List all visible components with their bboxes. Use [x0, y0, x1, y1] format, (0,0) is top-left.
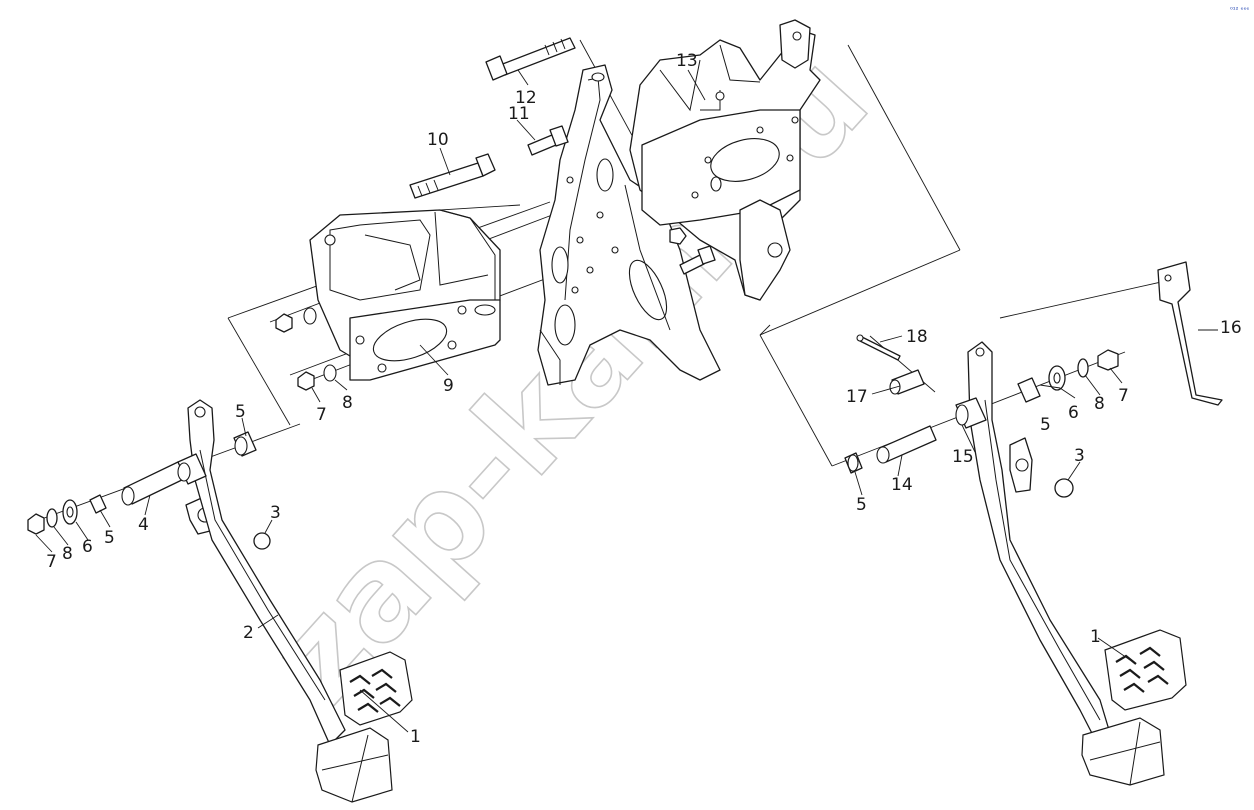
callout-1-right: 1 [1090, 627, 1101, 647]
callout-3-left: 3 [270, 503, 281, 523]
callout-7-right: 7 [1118, 386, 1129, 406]
callout-5-right-top: 5 [1040, 415, 1051, 435]
left-pedal-foot [315, 727, 393, 803]
callout-12: 12 [515, 88, 537, 108]
callout-10: 10 [427, 130, 449, 150]
callout-3-right: 3 [1074, 446, 1085, 466]
callout-7-mid: 7 [316, 405, 327, 425]
right-mounting-plate [629, 19, 821, 301]
callout-4: 4 [138, 515, 149, 535]
callout-16: 16 [1220, 318, 1242, 338]
callout-7-left: 7 [46, 552, 57, 572]
right-pedal-lever [955, 341, 1113, 746]
main-pedal-bracket [537, 64, 721, 386]
callout-8-right: 8 [1094, 394, 1105, 414]
left-pedal-lever [177, 399, 346, 746]
callout-9: 9 [443, 376, 454, 396]
callout-2: 2 [243, 623, 254, 643]
callout-15: 15 [952, 447, 974, 467]
callout-6-right: 6 [1068, 403, 1079, 423]
callout-11: 11 [508, 104, 530, 124]
callout-labels: 10 12 11 13 9 7 8 5 4 5 6 8 7 3 2 1 18 1… [46, 51, 1242, 747]
bolt-10 [409, 153, 496, 199]
callout-14: 14 [891, 475, 913, 495]
callout-5-left: 5 [104, 528, 115, 548]
bolt-12 [485, 37, 576, 81]
right-bolt [679, 245, 716, 275]
callout-17: 17 [846, 387, 868, 407]
left-pedal-bracket [309, 209, 501, 381]
callout-18: 18 [906, 327, 928, 347]
bolt-11 [527, 125, 569, 156]
callout-leaders [35, 69, 1218, 733]
right-hardware [844, 261, 1223, 498]
corner-mark: ⁰¹² ᵉᵉᵉ [1230, 6, 1249, 14]
right-pedal-pad [1104, 629, 1187, 711]
left-pedal-pad [339, 651, 413, 726]
callout-1-left: 1 [410, 727, 421, 747]
callout-8-left: 8 [62, 544, 73, 564]
callout-5-right-low: 5 [856, 495, 867, 515]
callout-6-left: 6 [82, 537, 93, 557]
right-pedal-foot [1081, 717, 1165, 786]
callout-5-top-left: 5 [235, 402, 246, 422]
left-hardware [27, 307, 337, 550]
callout-8-mid: 8 [342, 393, 353, 413]
callout-13: 13 [676, 51, 698, 71]
